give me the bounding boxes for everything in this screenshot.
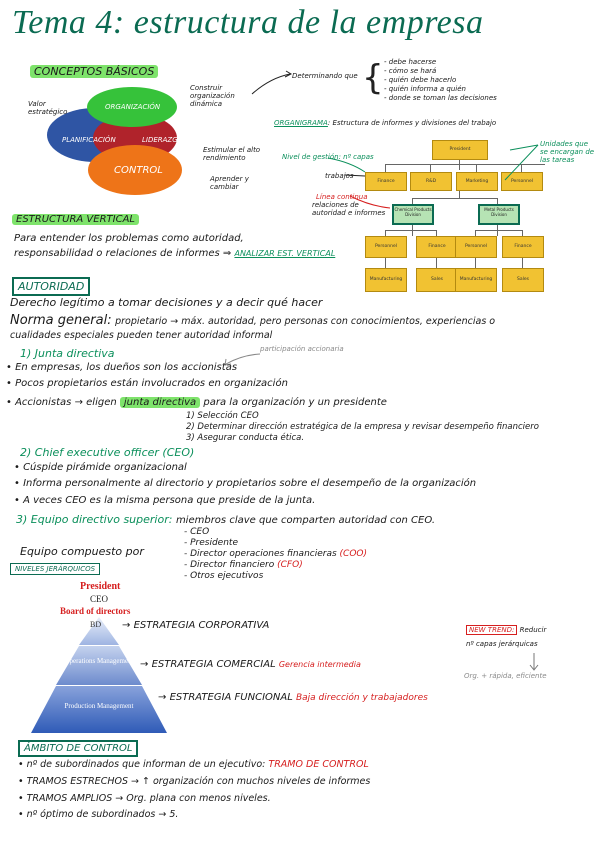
venn-control bbox=[88, 145, 182, 195]
junta-sub-item: 3) Asegurar conducta ética. bbox=[186, 433, 305, 443]
determinando-list: - debe hacerse - cómo se hará - quién de… bbox=[384, 58, 497, 103]
hierarchy-pyramid bbox=[31, 617, 167, 733]
autoridad-heading: AUTORIDAD bbox=[12, 277, 91, 296]
ceo-item: • Informa personalmente al directorio y … bbox=[14, 478, 477, 489]
page-title: Tema 4: estructura de la empresa bbox=[12, 4, 484, 41]
autoridad-norma-2: cualidades especiales pueden tener autor… bbox=[10, 330, 273, 341]
venn-label-organizacion: ORGANIZACIÓN bbox=[105, 103, 161, 111]
org-marketing: Marketing bbox=[456, 172, 498, 191]
vertical-line2: responsabilidad o relaciones de informes… bbox=[14, 248, 336, 259]
pyr-operations: Operations Management bbox=[64, 657, 134, 665]
org-president: President bbox=[432, 140, 488, 160]
pyramid-middle bbox=[56, 646, 142, 685]
det-item: - quién debe hacerlo bbox=[384, 76, 457, 84]
ceo-item: • Cúspide pirámide organizacional bbox=[14, 462, 187, 473]
junta-sub-item: 2) Determinar dirección estratégica de l… bbox=[186, 422, 539, 432]
note-valor: Valor estratégico bbox=[28, 100, 68, 116]
org-manufacturing: Manufacturing bbox=[365, 268, 407, 292]
venn-label-liderazgo: LIDERAZGO bbox=[142, 136, 184, 144]
junta-item: • En empresas, los dueños son los accion… bbox=[6, 362, 238, 373]
note-construir: Construir organización dinámica bbox=[190, 84, 235, 108]
org-manufacturing-2: Manufacturing bbox=[455, 268, 497, 292]
org-finance-3: Finance bbox=[502, 236, 544, 258]
ceo-heading: 2) Chief executive officer (CEO) bbox=[20, 446, 195, 459]
org-sales: Sales bbox=[416, 268, 458, 292]
autoridad-norma: Norma general: propietario → máx. autori… bbox=[10, 313, 496, 328]
org-finance: Finance bbox=[365, 172, 407, 191]
pyramid-top bbox=[79, 617, 119, 645]
niveles-heading: NIVELES JERÁRQUICOS bbox=[10, 563, 101, 575]
capas-arrow bbox=[529, 653, 539, 671]
ambito-item: • TRAMOS AMPLIOS → Org. plana con menos … bbox=[18, 793, 271, 804]
pyr-ceo: CEO bbox=[90, 594, 108, 604]
brace: { bbox=[362, 58, 384, 98]
ambito-item: • TRAMOS ESTRECHOS → ↑ organización con … bbox=[18, 776, 371, 787]
estrategia-func-line: → ESTRATEGIA FUNCIONAL Baja dirección y … bbox=[158, 692, 428, 703]
new-trend-line: NEW TREND: Reducir bbox=[466, 625, 546, 635]
org-personnel-2: Personnel bbox=[365, 236, 407, 258]
det-item: - quién informa a quién bbox=[384, 85, 466, 93]
equipo-line: 3) Equipo directivo superior: miembros c… bbox=[16, 513, 435, 526]
org-personnel: Personnel bbox=[501, 172, 543, 191]
autoridad-def: Derecho legítimo a tomar decisiones y a … bbox=[10, 296, 323, 309]
pyr-board: Board of directors bbox=[60, 606, 131, 616]
participacion-label: participación accionaria bbox=[260, 345, 344, 353]
junta-sub-item: 1) Selección CEO bbox=[186, 411, 259, 421]
junta-item-eligen: • Accionistas → eligen junta directiva p… bbox=[6, 397, 387, 408]
org-finance-2: Finance bbox=[416, 236, 458, 258]
equipo-compuesto: Equipo compuesto por bbox=[20, 545, 144, 558]
junta-sub-list: 1) Selección CEO 2) Determinar dirección… bbox=[186, 411, 539, 444]
ambito-item-1: • nº de subordinados que informan de un … bbox=[18, 759, 369, 770]
note-estimular: Estimular el alto rendimiento bbox=[203, 146, 261, 162]
concepts-venn-diagram bbox=[47, 87, 182, 195]
unidades-label: Unidades que se encargan de las tareas bbox=[540, 140, 595, 164]
org-sales-2: Sales bbox=[502, 268, 544, 292]
trabajos-label: trabajos bbox=[325, 172, 354, 180]
vertical-line1: Para entender los problemas como autorid… bbox=[14, 233, 244, 244]
determinando-label: Determinando que bbox=[292, 72, 358, 80]
equipo-member: - CEO bbox=[184, 527, 210, 537]
org-metal: Metal Products Division bbox=[478, 204, 520, 225]
equipo-member-coo: - Director operaciones financieras (COO) bbox=[184, 549, 368, 559]
ambito-heading: ÁMBITO DE CONTROL bbox=[18, 740, 139, 757]
estrategia-corp-line: → ESTRATEGIA CORPORATIVA bbox=[122, 620, 270, 631]
pyr-bd: BD bbox=[90, 620, 102, 629]
relaciones-label: relaciones de autoridad e informes bbox=[312, 201, 386, 217]
venn-label-control: CONTROL bbox=[114, 165, 163, 176]
vertical-heading: ESTRUCTURA VERTICAL bbox=[12, 214, 139, 225]
venn-label-planificacion: PLANIFICACIÓN bbox=[62, 136, 116, 144]
junta-heading: 1) Junta directiva bbox=[20, 347, 115, 360]
equipo-member-cfo: - Director financiero (CFO) bbox=[184, 560, 303, 570]
ceo-item: • A veces CEO es la misma persona que pr… bbox=[14, 495, 316, 506]
estrategia-com-line: → ESTRATEGIA COMERCIAL Gerencia intermed… bbox=[140, 659, 361, 670]
org-plana-label: Org. + rápida, eficiente bbox=[464, 672, 547, 680]
det-item: - donde se toman las decisiones bbox=[384, 94, 497, 102]
det-item: - cómo se hará bbox=[384, 67, 437, 75]
org-annotation-arrows bbox=[327, 144, 539, 209]
equipo-members: - CEO - Presidente - Director operacione… bbox=[184, 527, 367, 582]
linea-continua: Línea continua bbox=[316, 193, 368, 201]
venn-organizacion bbox=[87, 87, 177, 127]
organigrama-heading-line: ORGANIGRAMA: Estructura de informes y di… bbox=[274, 119, 497, 127]
participacion-arrow bbox=[224, 353, 261, 366]
note-aprender: Aprender y cambiar bbox=[210, 175, 249, 191]
pyr-president: President bbox=[80, 581, 121, 592]
equipo-member: - Presidente bbox=[184, 538, 238, 548]
junta-item: • Pocos propietarios están involucrados … bbox=[6, 378, 288, 389]
capas-label: nº capas jerárquicas bbox=[466, 640, 538, 648]
org-rd: R&D bbox=[410, 172, 452, 191]
ambito-item: • nº óptimo de subordinados → 5. bbox=[18, 809, 179, 820]
nivel-gestion: Nivel de gestión: nº capas bbox=[282, 153, 374, 161]
conceptos-heading: CONCEPTOS BÁSICOS bbox=[30, 65, 159, 78]
org-chemical: Chemical Products Division bbox=[392, 204, 434, 225]
org-personnel-3: Personnel bbox=[455, 236, 497, 258]
arrow-determinando bbox=[251, 70, 293, 95]
pyramid-bottom bbox=[31, 686, 167, 733]
det-item: - debe hacerse bbox=[384, 58, 437, 66]
pyr-production: Production Management bbox=[64, 702, 134, 710]
equipo-member: - Otros ejecutivos bbox=[184, 571, 264, 581]
